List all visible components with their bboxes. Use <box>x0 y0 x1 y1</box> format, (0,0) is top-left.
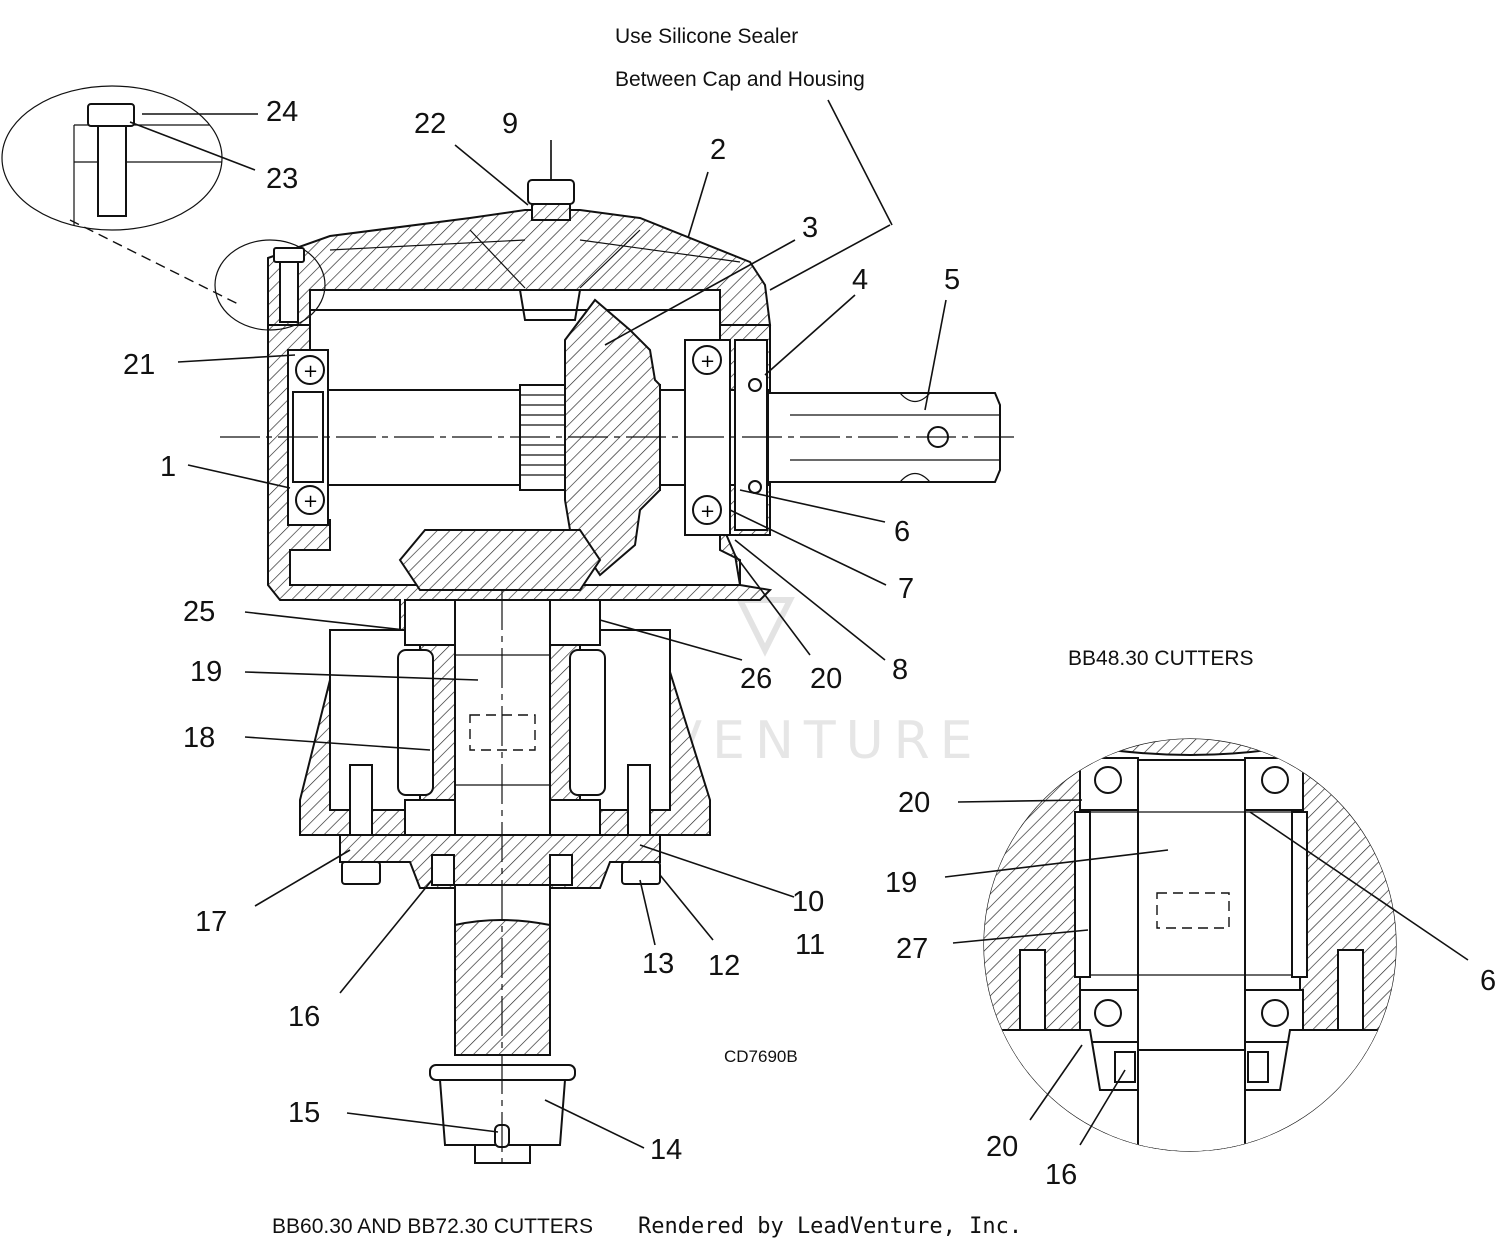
callout-14: 14 <box>650 1134 682 1166</box>
bottom-flange <box>339 834 661 889</box>
main-leaders <box>129 99 947 1149</box>
callout-13: 13 <box>642 948 674 980</box>
callout-25: 25 <box>183 596 215 628</box>
detail-callout-20-top: 20 <box>898 787 930 819</box>
detail-seal-left <box>1114 1051 1136 1083</box>
spacer-right <box>569 649 606 796</box>
gearbox-cap <box>267 209 772 326</box>
sealer-note-line1: Use Silicone Sealer <box>615 25 798 48</box>
right-nut <box>621 861 661 885</box>
callout-9: 9 <box>502 108 518 140</box>
spacer-left <box>397 649 434 796</box>
svg-text:+: + <box>303 361 318 382</box>
callout-11: 11 <box>795 929 825 961</box>
left-stud <box>349 764 373 836</box>
rendered-by-credit: Rendered by LeadVenture, Inc. <box>638 1214 1022 1239</box>
callout-26: 26 <box>740 663 772 695</box>
callout-12: 12 <box>708 950 740 982</box>
upper-taper-bearing-right <box>549 599 601 646</box>
fill-plug <box>527 179 575 205</box>
callout-10: 10 <box>792 886 824 918</box>
callout-18: 18 <box>183 722 215 754</box>
detail-seal-right <box>1247 1051 1269 1083</box>
callout-21: 21 <box>123 349 155 381</box>
callout-17: 17 <box>195 906 227 938</box>
detail-callout-19: 19 <box>885 867 917 899</box>
callout-15: 15 <box>288 1097 320 1129</box>
svg-text:+: + <box>700 351 715 372</box>
main-gearbox-assembly: + + + + <box>220 150 1015 1170</box>
callout-5: 5 <box>944 264 960 296</box>
detail-callout-16: 16 <box>1045 1159 1077 1191</box>
callout-23: 23 <box>266 163 298 195</box>
callout-6: 6 <box>894 516 910 548</box>
callout-19: 19 <box>190 656 222 688</box>
callout-22: 22 <box>414 108 446 140</box>
svg-text:+: + <box>303 491 318 512</box>
svg-text:+: + <box>700 501 715 522</box>
callout-16: 16 <box>288 1001 320 1033</box>
driven-gear <box>398 529 602 591</box>
callout-3: 3 <box>802 212 818 244</box>
detail-spacer-right <box>1291 811 1308 978</box>
oil-seal <box>734 339 768 531</box>
callout-8: 8 <box>892 654 908 686</box>
callout-1: 1 <box>160 451 176 483</box>
left-nut <box>341 861 381 885</box>
callout-2: 2 <box>710 134 726 166</box>
cap-inner-cavity <box>309 289 721 321</box>
detail-caption: BB48.30 CUTTERS <box>1068 647 1254 670</box>
callout-4: 4 <box>852 264 868 296</box>
sealer-note-line2: Between Cap and Housing <box>615 68 865 91</box>
annotations: Use Silicone Sealer Between Cap and Hous… <box>123 25 1496 1239</box>
main-caption: BB60.30 AND BB72.30 CUTTERS <box>272 1215 593 1238</box>
detail-callout-6: 6 <box>1480 965 1496 997</box>
upper-taper-bearing-left <box>404 599 456 646</box>
drawing-code: CD7690B <box>724 1047 798 1066</box>
detail-spacer-left <box>1074 811 1091 978</box>
bottom-seal-left <box>431 854 455 886</box>
detail-callout-20-bottom: 20 <box>986 1131 1018 1163</box>
callout-7: 7 <box>898 573 914 605</box>
detail-callout-27: 27 <box>896 933 928 965</box>
bottom-seal-right <box>549 854 573 886</box>
bb48-detail-view <box>944 738 1469 1152</box>
callout-24: 24 <box>266 96 298 128</box>
right-stud <box>627 764 651 836</box>
callout-20: 20 <box>810 663 842 695</box>
